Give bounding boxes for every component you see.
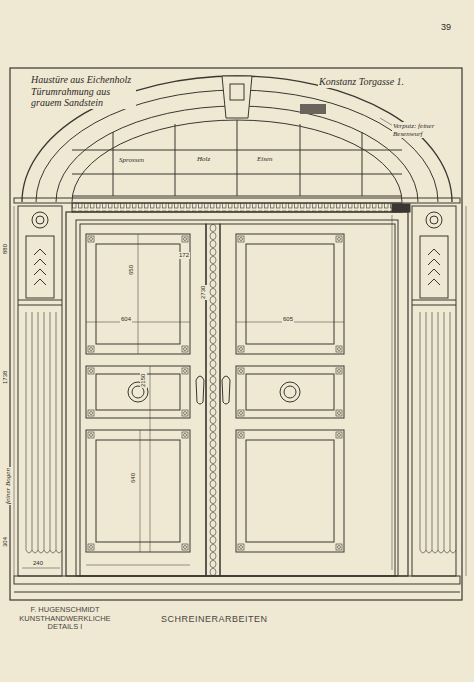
dimension: 172 [178,252,190,259]
part-name: feiner Bogen [4,467,12,505]
drawing-title: Haustüre aus Eichenholz Türumrahmung aus… [30,74,136,109]
page-number: 39 [440,22,452,32]
dimension: 2150 [140,373,147,388]
material-name: Eisen [256,155,274,163]
dimension: 2730 [200,285,207,300]
dimension: 650 [128,264,135,276]
dimension: 605 [282,316,294,323]
publisher-note: F. HUGENSCHMIDT KUNSTHANDWERKLICHE DETAI… [12,606,118,632]
dimension: 880 [2,243,9,255]
material-note: Verputz: feiner Besenwurf [392,122,458,138]
dimension: 640 [130,472,137,484]
part-name: Sprossen [118,156,145,164]
dimension: 240 [32,560,44,567]
dimension: 604 [120,316,132,323]
material-name: Holz [196,155,211,163]
sheet-caption: SCHREINERARBEITEN [160,614,269,624]
dimension: 304 [2,536,9,548]
dimension: 1738 [2,370,9,385]
location-note: Konstanz Torgasse 1. [318,76,410,88]
